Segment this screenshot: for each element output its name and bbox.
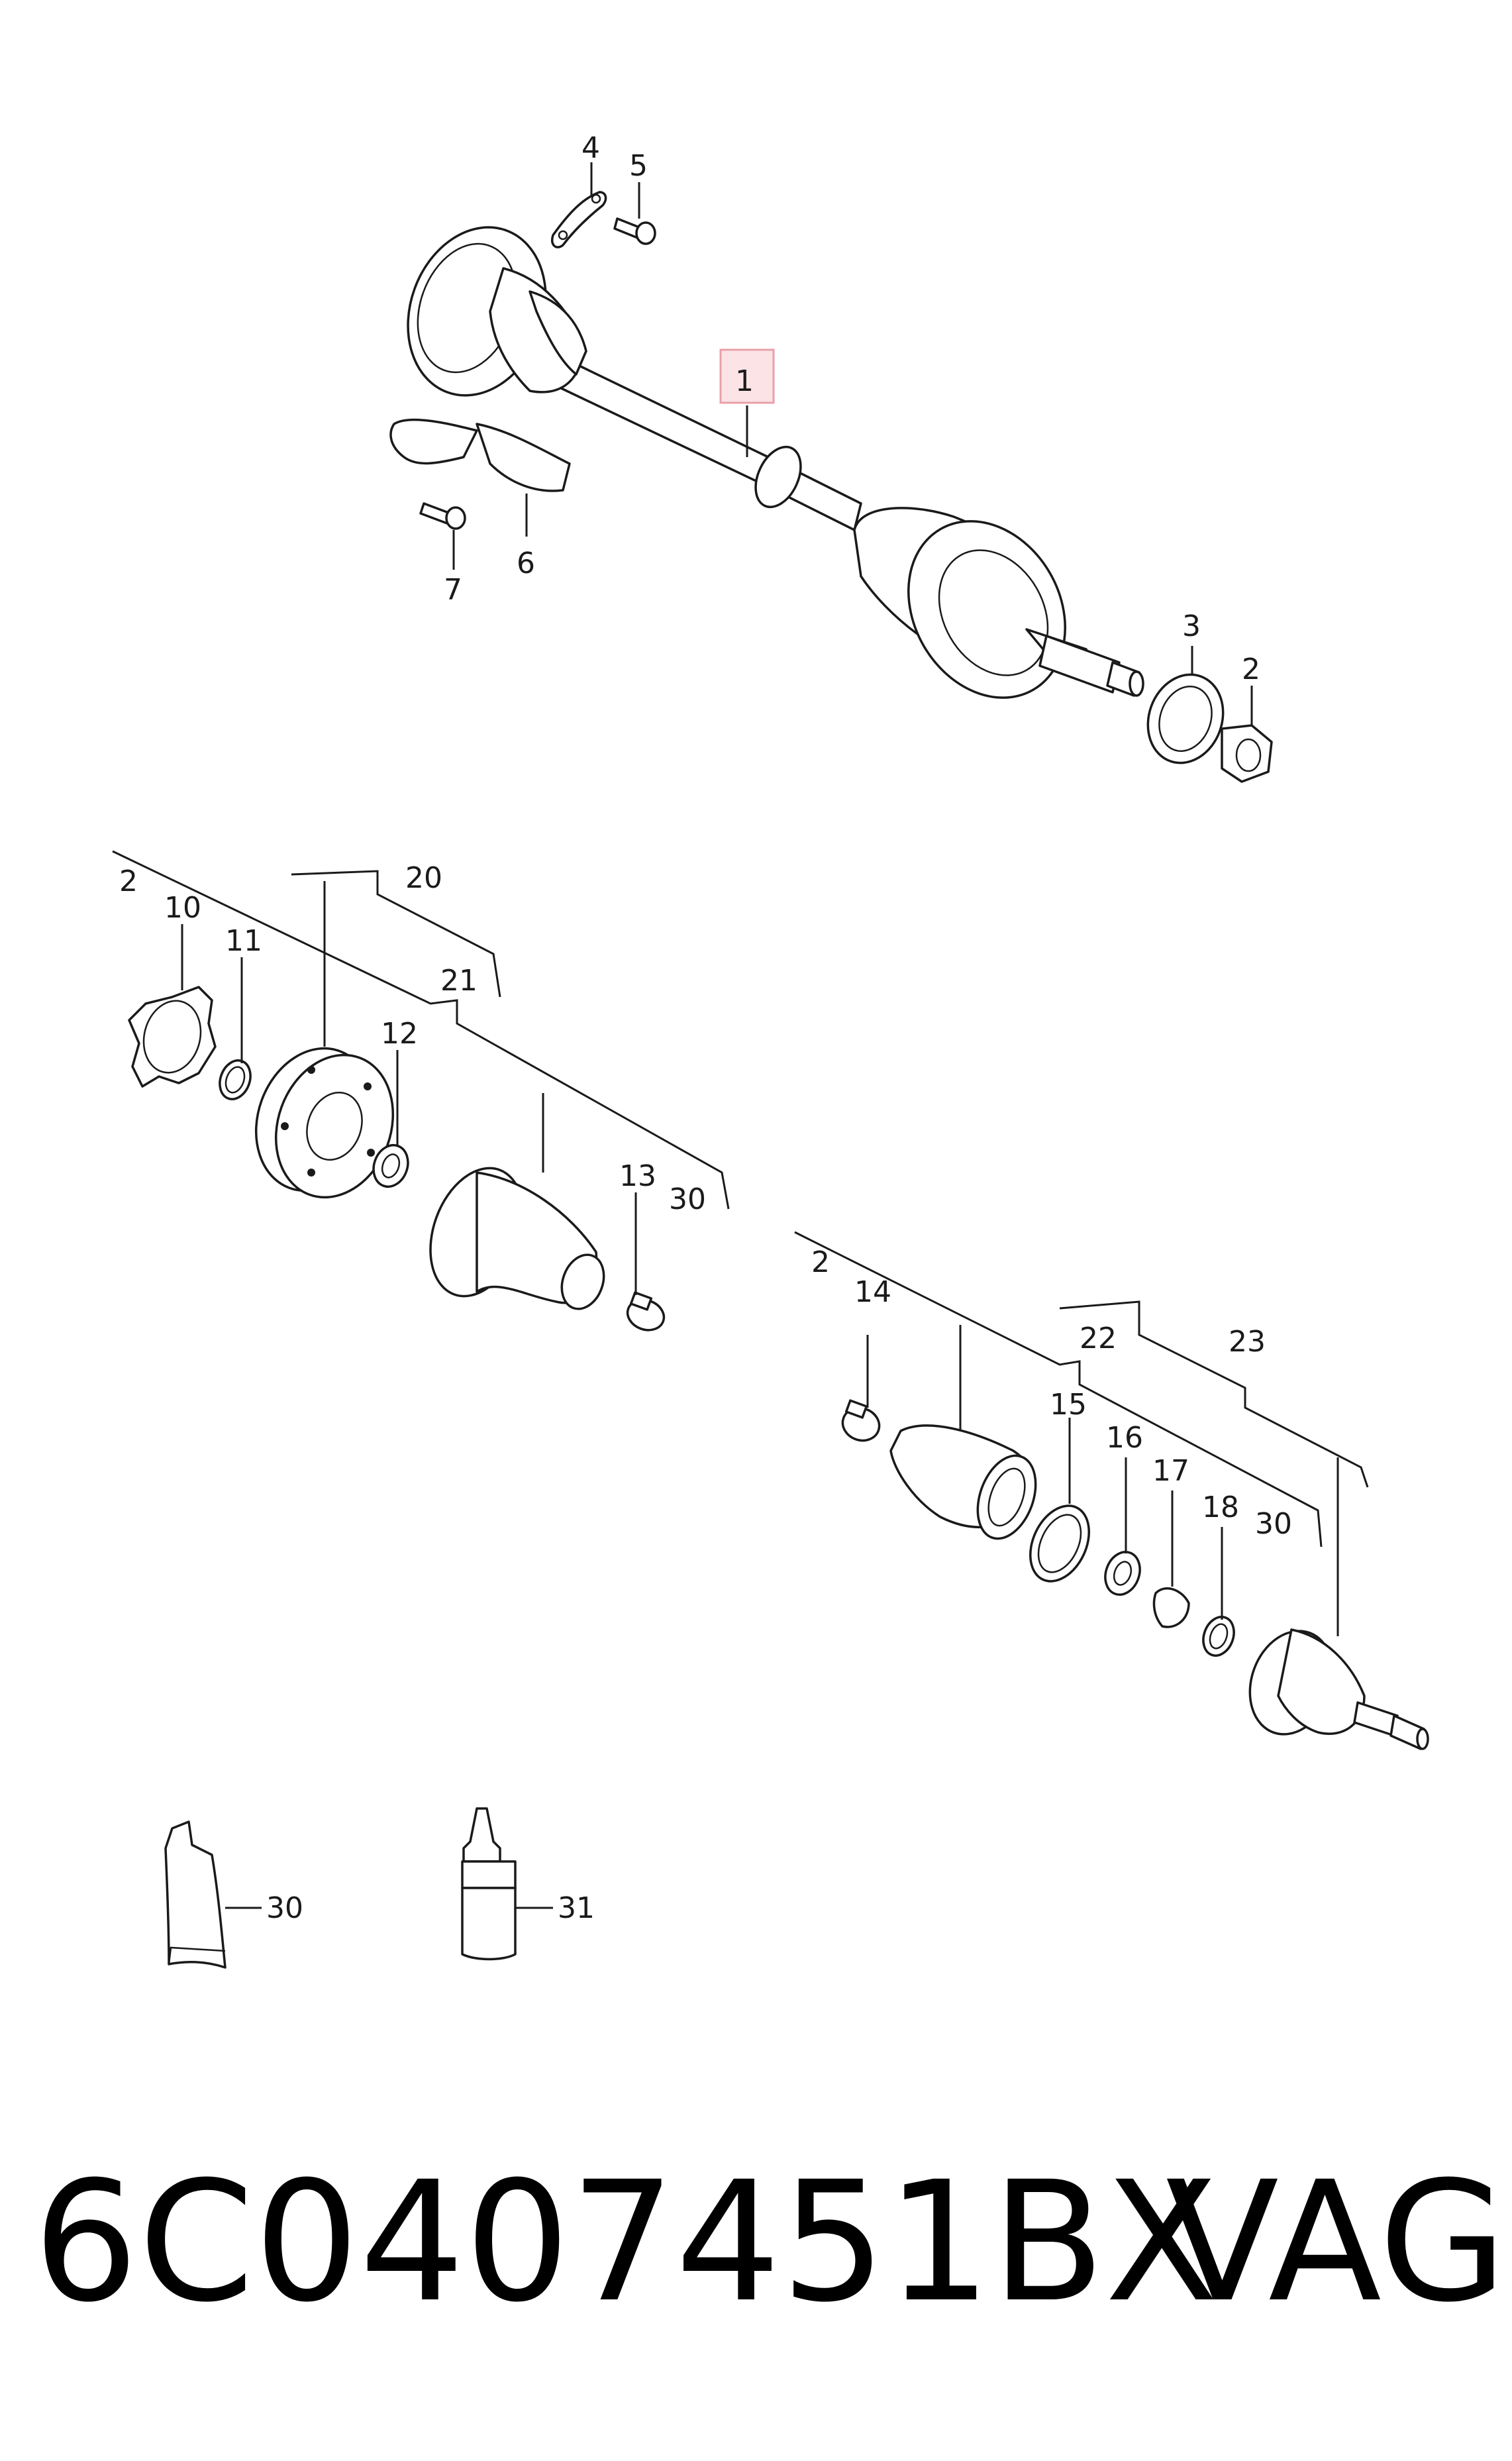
dished-washer-17 bbox=[1152, 1587, 1190, 1628]
top-callouts: 1 3 2 4 5 6 7 bbox=[444, 131, 1260, 686]
callout-7: 7 bbox=[444, 573, 462, 607]
grease-tube bbox=[164, 1820, 262, 1969]
inner-cv-joint bbox=[407, 226, 587, 397]
washer-16 bbox=[1104, 1551, 1141, 1596]
middle-right-callouts: 2 14 22 23 15 16 17 18 30 bbox=[811, 1245, 1292, 1541]
callout-6: 6 bbox=[517, 547, 535, 580]
callout-2: 2 bbox=[1242, 653, 1260, 686]
bolt-small bbox=[613, 217, 656, 245]
gasket bbox=[128, 986, 217, 1088]
callout-1-highlight bbox=[719, 348, 775, 404]
callout-5: 5 bbox=[629, 149, 648, 183]
inner-joint-kit bbox=[112, 850, 730, 1332]
callout-4: 4 bbox=[581, 131, 600, 165]
callout-31: 31 bbox=[558, 1891, 595, 1925]
callout-15: 15 bbox=[1050, 1388, 1087, 1422]
callout-11: 11 bbox=[225, 924, 262, 958]
callout-1: 1 bbox=[735, 364, 754, 398]
heat-shield bbox=[389, 418, 571, 492]
outer-boot bbox=[889, 1424, 1037, 1540]
callout-18: 18 bbox=[1202, 1491, 1239, 1524]
callout-21: 21 bbox=[440, 964, 478, 998]
drive-shaft-assembly bbox=[389, 191, 1273, 783]
callout-22: 22 bbox=[1080, 1322, 1117, 1355]
bottom-callouts: 30 31 bbox=[266, 1891, 595, 1925]
callout-20: 20 bbox=[405, 861, 442, 895]
clamp-ring-15 bbox=[1029, 1504, 1090, 1583]
callout-17: 17 bbox=[1152, 1454, 1189, 1488]
tripod-joint-housing bbox=[254, 1047, 395, 1199]
seal-ring bbox=[1146, 673, 1225, 764]
callout-30-inner: 30 bbox=[669, 1182, 706, 1216]
top-leaders bbox=[452, 162, 1253, 725]
clamp-14 bbox=[841, 1399, 881, 1442]
callout-23: 23 bbox=[1229, 1325, 1266, 1359]
shaft bbox=[558, 360, 862, 531]
outer-joint-kit bbox=[794, 1231, 1429, 1750]
part-number: 6C0407451BX bbox=[33, 2146, 1219, 2338]
callout-10: 10 bbox=[164, 891, 201, 925]
callout-2-outer: 2 bbox=[811, 1245, 830, 1279]
middle-left-callouts: 2 10 11 20 21 12 13 30 bbox=[119, 861, 706, 1216]
callout-12: 12 bbox=[381, 1017, 418, 1051]
circlip-11 bbox=[219, 1059, 252, 1100]
outer-cv-joint bbox=[853, 507, 1144, 699]
lock-plate bbox=[551, 191, 607, 248]
outer-cv-joint-kit bbox=[1248, 1628, 1429, 1750]
splined-stub bbox=[1038, 635, 1144, 697]
hex-nut bbox=[1221, 724, 1273, 783]
clamp-13 bbox=[626, 1291, 666, 1332]
callout-2-inner: 2 bbox=[119, 864, 138, 898]
callout-30-tube: 30 bbox=[266, 1891, 303, 1925]
bolt-shield bbox=[419, 502, 466, 530]
brand-name: VAG bbox=[1166, 2146, 1507, 2338]
inner-boot bbox=[429, 1167, 605, 1310]
footer: 6C0407451BX VAG bbox=[33, 2143, 1507, 2342]
circlip-18 bbox=[1202, 1616, 1235, 1657]
grease-bottle bbox=[461, 1807, 553, 1961]
callout-30-outer: 30 bbox=[1255, 1507, 1292, 1541]
callout-3: 3 bbox=[1182, 609, 1201, 643]
callout-16: 16 bbox=[1106, 1421, 1143, 1455]
callout-13: 13 bbox=[619, 1159, 656, 1193]
callout-14: 14 bbox=[854, 1275, 891, 1309]
